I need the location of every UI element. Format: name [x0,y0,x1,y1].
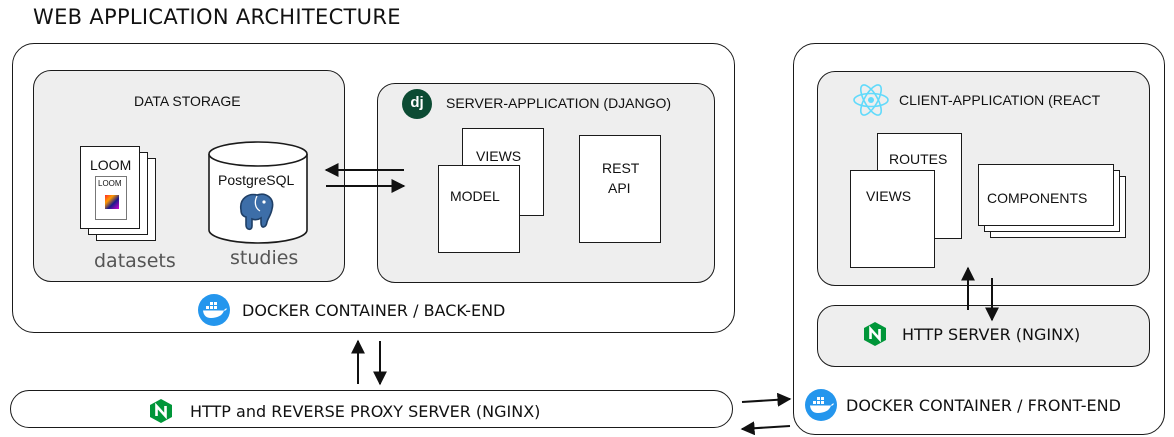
loom-file: LOOM LOOM [80,146,140,229]
server-application-title: SERVER-APPLICATION (DJANGO) [446,95,672,111]
nginx-icon [864,322,886,346]
data-storage-title: DATA STORAGE [134,93,241,109]
docker-whale-icon [198,294,230,326]
reverse-proxy-panel [10,390,733,428]
model-label: MODEL [450,188,500,204]
model-box [438,165,520,253]
components-box [978,164,1114,226]
components-label: COMPONENTS [987,190,1088,206]
loom-label: LOOM [90,157,132,173]
react-atom-icon [853,84,889,116]
client-views-box [850,170,935,268]
arrow-proxy-to-frontend [741,392,792,407]
datasets-caption: datasets [94,250,176,272]
backend-container-label: DOCKER CONTAINER / BACK-END [242,301,506,320]
http-server-label: HTTP SERVER (NGINX) [902,325,1081,344]
client-application-title: CLIENT-APPLICATION (REACT [899,92,1101,108]
client-views-label: VIEWS [866,188,912,204]
reverse-proxy-label: HTTP and REVERSE PROXY SERVER (NGINX) [190,402,541,421]
rest-api-box [579,135,661,243]
docker-whale-icon [805,389,837,421]
django-logo-text: dj [410,94,424,111]
frontend-container-label: DOCKER CONTAINER / FRONT-END [846,396,1121,415]
loom-thumbnail: LOOM [95,176,127,220]
loom-thumbnail-label: LOOM [98,179,122,188]
postgresql-label: PostgreSQL [218,172,295,188]
loom-heatmap-icon [105,195,119,209]
page-title: WEB APPLICATION ARCHITECTURE [33,5,401,29]
rest-api-label-1: REST [602,160,640,176]
views-label: VIEWS [476,148,522,164]
studies-caption: studies [230,247,299,269]
django-logo-icon: dj [402,89,432,119]
nginx-icon [150,399,172,423]
arrow-frontend-to-proxy [740,421,791,436]
routes-label: ROUTES [889,151,948,167]
rest-api-label-2: API [608,180,631,196]
postgresql-elephant-icon [239,193,274,231]
